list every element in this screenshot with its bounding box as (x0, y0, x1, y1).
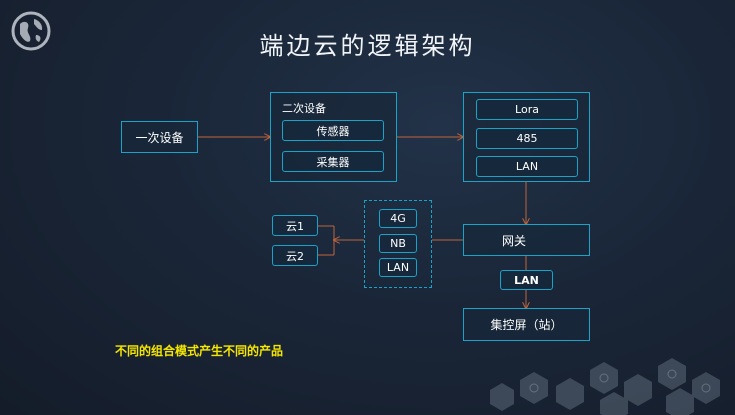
page-title: 端边云的逻辑架构 (259, 32, 476, 60)
network-dashed-group (364, 200, 432, 288)
rs485-label: 485 (516, 132, 538, 145)
collector-box: 采集器 (282, 151, 384, 172)
net-lan-box: LAN (379, 258, 417, 277)
sensor-box: 传感器 (282, 120, 384, 141)
net-4g-label: 4G (390, 212, 406, 225)
hexagon-pattern-decoration (490, 358, 720, 415)
globe-logo-icon (11, 11, 51, 51)
lan-mid-box: LAN (500, 270, 553, 290)
cloud2-label: 云2 (286, 249, 304, 263)
control-screen-label: 集控屏（站） (490, 318, 563, 332)
lora-box: Lora (476, 99, 578, 120)
gateway-box: 网关 (463, 224, 590, 256)
lora-label: Lora (515, 103, 539, 116)
cloud1-label: 云1 (286, 219, 304, 233)
net-nb-label: NB (390, 237, 406, 250)
net-lan-label: LAN (386, 261, 410, 274)
collector-label: 采集器 (316, 155, 350, 169)
secondary-device-label: 二次设备 (282, 102, 326, 115)
cloud1-box: 云1 (272, 215, 318, 236)
net-4g-box: 4G (379, 209, 417, 228)
note-text: 不同的组合模式产生不同的产品 (115, 344, 284, 358)
primary-device-box: 一次设备 (121, 121, 198, 153)
primary-device-label: 一次设备 (135, 130, 184, 145)
lan-top-box: LAN (476, 156, 578, 177)
lan-top-label: LAN (515, 160, 539, 173)
cloud2-box: 云2 (272, 245, 318, 266)
gateway-label: 网关 (502, 233, 527, 248)
rs485-box: 485 (476, 128, 578, 149)
lan-mid-label: LAN (514, 273, 539, 287)
control-screen-box: 集控屏（站） (463, 308, 590, 341)
sensor-label: 传感器 (316, 124, 350, 138)
net-nb-box: NB (379, 234, 417, 253)
